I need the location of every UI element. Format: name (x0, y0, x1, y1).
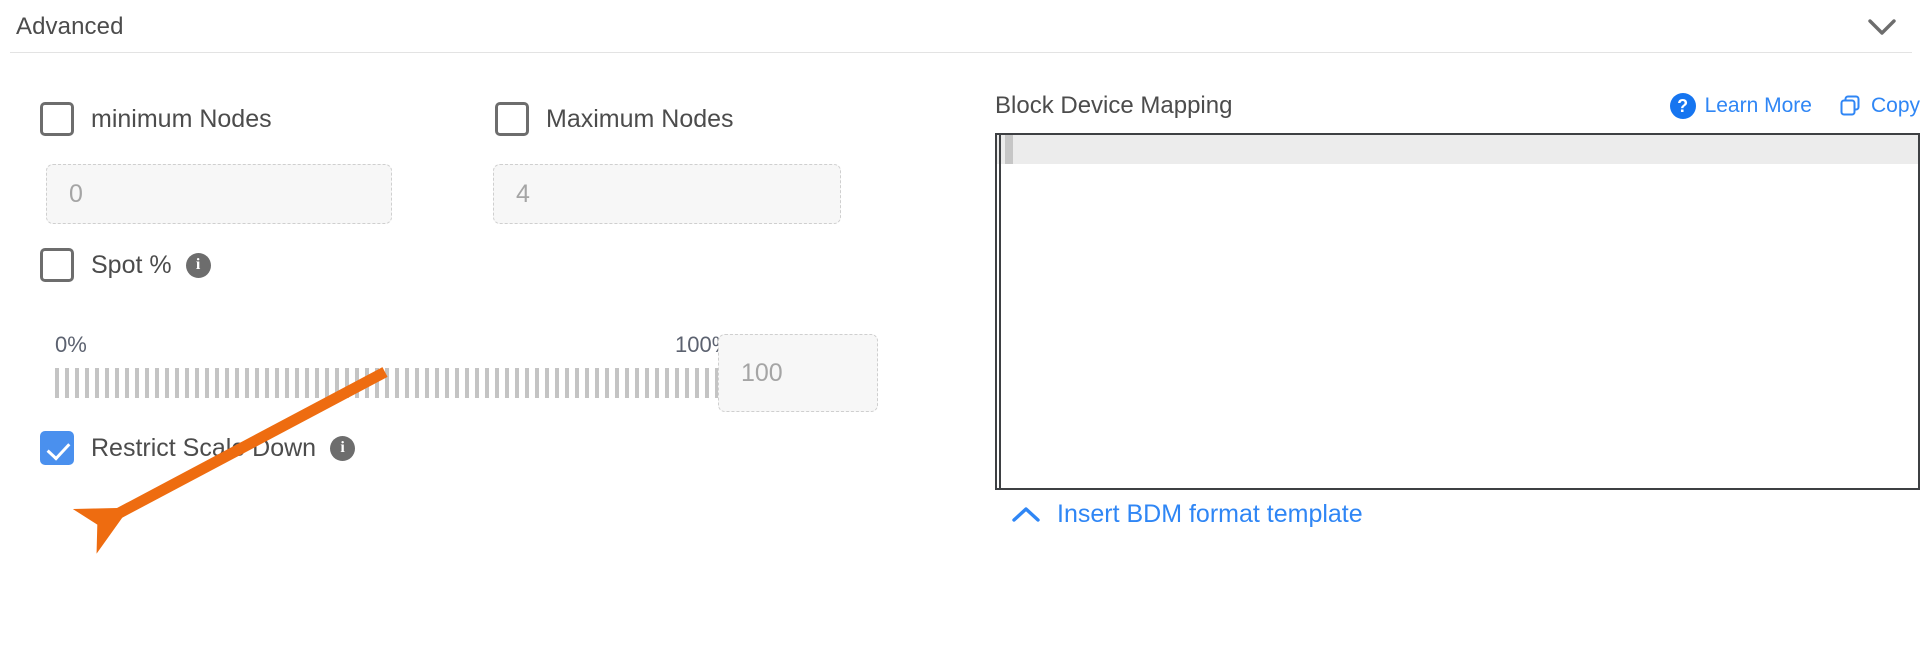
bdm-title: Block Device Mapping (995, 92, 1233, 119)
chevron-down-icon (1868, 18, 1896, 35)
maximum-nodes-row: Maximum Nodes (495, 102, 734, 136)
editor-caret (999, 135, 1001, 488)
editor-gutter (1005, 135, 1013, 164)
bdm-header-actions: ? Learn More Copy (1669, 93, 1920, 119)
spot-percent-slider-group: 0% 100% (55, 332, 815, 412)
learn-more-label: Learn More (1704, 94, 1812, 117)
minimum-nodes-checkbox[interactable] (40, 102, 74, 136)
bdm-header: Block Device Mapping ? Learn More Copy (995, 92, 1920, 120)
left-settings-column: minimum Nodes Maximum Nodes 0 4 Spot % i… (0, 54, 960, 656)
minimum-nodes-input[interactable]: 0 (46, 164, 392, 224)
slider-min-label: 0% (55, 332, 87, 357)
block-device-mapping-column: Block Device Mapping ? Learn More Copy (995, 54, 1920, 656)
copy-icon (1840, 95, 1860, 116)
copy-button[interactable]: Copy (1838, 94, 1920, 118)
insert-bdm-template-label: Insert BDM format template (1057, 500, 1363, 528)
section-header: Advanced (0, 0, 1920, 54)
restrict-scale-down-label: Restrict Scale Down (91, 433, 317, 462)
minimum-nodes-label: minimum Nodes (91, 104, 272, 133)
insert-bdm-template-button[interactable]: Insert BDM format template (1012, 500, 1363, 529)
bdm-code-editor[interactable] (995, 133, 1920, 490)
spot-percent-checkbox[interactable] (40, 248, 74, 282)
collapse-section-button[interactable] (1862, 7, 1902, 47)
chevron-up-icon (1012, 506, 1040, 522)
restrict-scale-down-checkbox[interactable] (40, 431, 74, 465)
restrict-scale-down-row: Restrict Scale Down i (40, 431, 356, 465)
question-circle-icon: ? (1669, 93, 1696, 119)
learn-more-link[interactable]: ? Learn More (1669, 93, 1812, 119)
spot-percent-slider-track[interactable] (55, 368, 760, 398)
maximum-nodes-checkbox[interactable] (495, 102, 529, 136)
spot-percent-info-icon[interactable]: i (185, 252, 211, 278)
spot-percent-value-input[interactable]: 100 (718, 334, 878, 412)
restrict-scale-down-info-icon[interactable]: i (330, 435, 356, 461)
minimum-nodes-row: minimum Nodes (40, 102, 272, 136)
page-title: Advanced (16, 13, 124, 40)
header-divider (10, 52, 1912, 53)
maximum-nodes-label: Maximum Nodes (546, 104, 734, 133)
spot-percent-label: Spot % (91, 250, 172, 279)
maximum-nodes-input[interactable]: 4 (493, 164, 841, 224)
spot-percent-row: Spot % i (40, 248, 211, 282)
editor-active-line (997, 135, 1918, 164)
copy-label: Copy (1870, 94, 1920, 117)
